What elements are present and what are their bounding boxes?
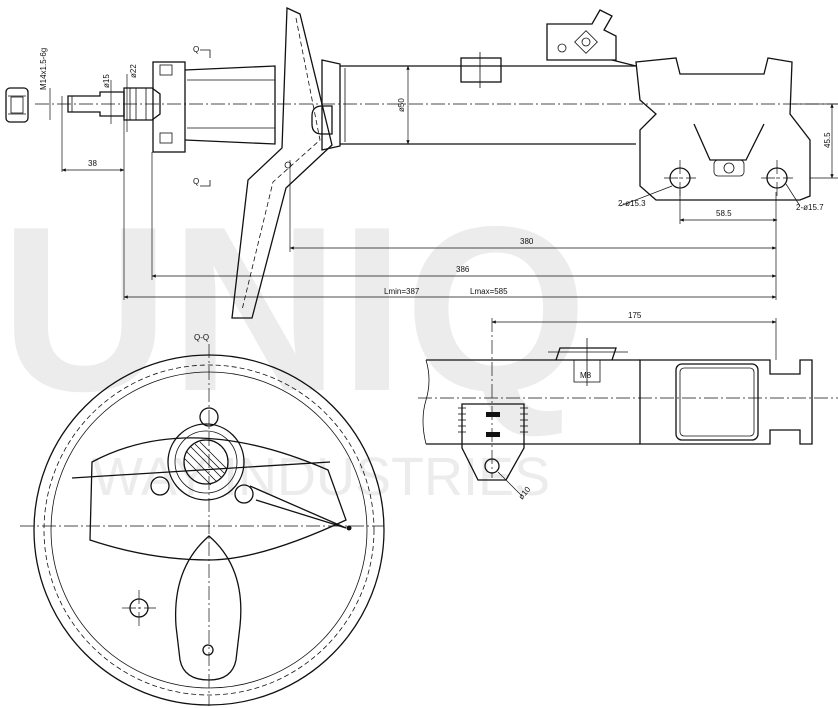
knuckle-side bbox=[639, 359, 813, 445]
diameter-22-label: ø22 bbox=[129, 64, 138, 78]
diameter-50-label: ø50 bbox=[397, 98, 406, 112]
section-marker-q1: Q bbox=[193, 45, 199, 54]
dimension-lines: M14x1.5-6g ø15 ø22 38 380 386 Lmin=387 L… bbox=[39, 48, 838, 300]
m8-bolt-bracket: M8 bbox=[548, 338, 628, 386]
holes-left-label: 2-ø15.3 bbox=[618, 199, 646, 208]
bracket-detail-view: M8 ø10 175 bbox=[418, 311, 838, 501]
bolt-m8-label: M8 bbox=[580, 371, 592, 380]
upper-mount bbox=[152, 61, 276, 153]
top-nut bbox=[5, 87, 29, 123]
section-marker-q2: Q bbox=[193, 177, 199, 186]
section-qq-view: Q-Q bbox=[20, 333, 385, 706]
bracket-distance-label: 175 bbox=[628, 311, 642, 320]
thread-label: M14x1.5-6g bbox=[39, 48, 48, 90]
shock-body: ø50 bbox=[340, 9, 637, 145]
height-45-5-label: 45.5 bbox=[823, 132, 832, 148]
watermark-brand: UNIQ bbox=[0, 177, 588, 440]
knuckle-bracket bbox=[635, 57, 811, 201]
spacing-58-5-label: 58.5 bbox=[716, 209, 732, 218]
diameter-15-label: ø15 bbox=[102, 74, 111, 88]
bump-collar bbox=[311, 59, 341, 151]
watermark: UNIQ WAY INDUSTRIES bbox=[0, 177, 588, 507]
keyhole-cutout bbox=[174, 535, 242, 681]
holes-right-label: 2-ø15.7 bbox=[796, 203, 824, 212]
length-max-label: Lmax=585 bbox=[470, 287, 508, 296]
top-bearing bbox=[150, 407, 254, 504]
length-380-label: 380 bbox=[520, 237, 534, 246]
rod-length-label: 38 bbox=[88, 159, 97, 168]
section-marker-top: Q Q bbox=[193, 45, 211, 187]
length-min-label: Lmin=387 bbox=[384, 287, 420, 296]
strut-elevation-view: ø50 Q Q bbox=[5, 7, 838, 319]
spring-seat-plate bbox=[231, 7, 333, 319]
section-title: Q-Q bbox=[194, 333, 209, 342]
length-386-label: 386 bbox=[456, 265, 470, 274]
